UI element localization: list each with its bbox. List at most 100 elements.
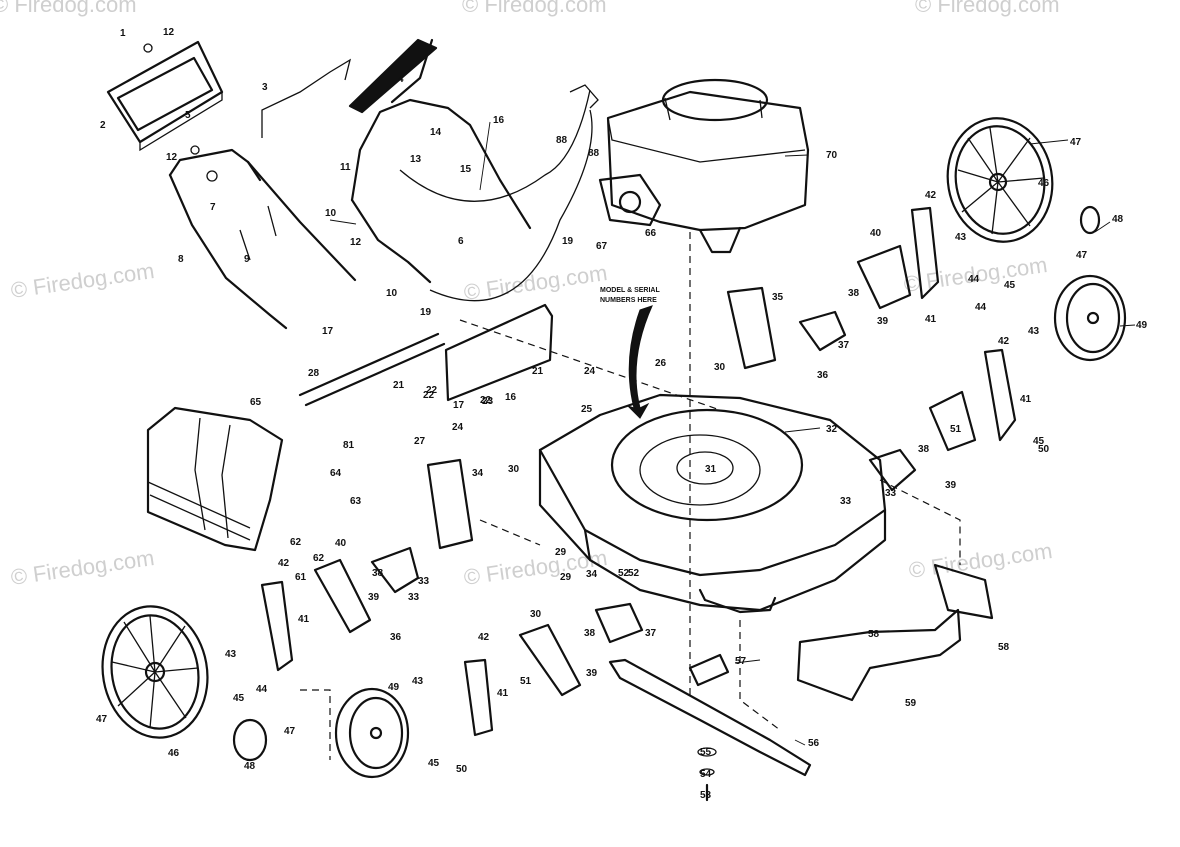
callout-label: 45 bbox=[233, 693, 245, 704]
callout-label: 17 bbox=[453, 400, 465, 411]
callout-labels-repeat: 12 12 10 19 88 29 30 30 33 33 33 34 38 3… bbox=[96, 148, 1088, 772]
grass-bag bbox=[146, 406, 284, 552]
callout-label: 51 bbox=[950, 424, 962, 435]
callout-label: 25 bbox=[581, 404, 593, 415]
leader-lines bbox=[329, 121, 1136, 746]
callout-label: 24 bbox=[452, 422, 464, 433]
callout-label: 44 bbox=[968, 274, 980, 285]
callout-label: 43 bbox=[225, 649, 237, 660]
callout-label: 19 bbox=[420, 307, 432, 318]
callout-label: 43 bbox=[955, 232, 967, 243]
callout-label: 13 bbox=[410, 154, 422, 165]
callout-label: 47 bbox=[96, 714, 108, 725]
height-adjuster-rear-left bbox=[260, 458, 474, 672]
note-arrow bbox=[627, 305, 653, 419]
throttle-cable bbox=[429, 109, 593, 302]
callout-labels: 1 2 3 4 5 6 7 8 9 10 11 12 13 14 15 16 1… bbox=[100, 27, 1148, 801]
callout-label: 45 bbox=[1004, 280, 1016, 291]
rear-left-wheel bbox=[101, 605, 209, 739]
callout-label: 33 bbox=[408, 592, 420, 603]
height-adjuster-front-left bbox=[463, 602, 644, 737]
callout-label: 5 bbox=[185, 110, 191, 121]
callout-label: 19 bbox=[562, 236, 574, 247]
callout-label: 61 bbox=[295, 572, 307, 583]
note-line: NUMBERS HERE bbox=[600, 297, 657, 304]
callout-label: 33 bbox=[885, 488, 897, 499]
callout-label: 66 bbox=[645, 228, 657, 239]
callout-label: 28 bbox=[308, 368, 320, 379]
callout-label: 53 bbox=[700, 790, 712, 801]
callout-label: 31 bbox=[705, 464, 717, 475]
side-deflector bbox=[796, 563, 994, 702]
callout-label: 32 bbox=[826, 424, 838, 435]
callout-label: 34 bbox=[472, 468, 484, 479]
callout-label: 52 bbox=[628, 568, 640, 579]
callout-label: 39 bbox=[586, 668, 598, 679]
height-adjuster-front-right bbox=[868, 348, 1017, 492]
callout-label: 46 bbox=[168, 748, 180, 759]
callout-label: 45 bbox=[428, 758, 440, 769]
callout-label: 65 bbox=[250, 397, 262, 408]
callout-label: 67 bbox=[596, 241, 608, 252]
callout-label: 27 bbox=[414, 436, 426, 447]
callout-label: 6 bbox=[458, 236, 464, 247]
callout-label: 14 bbox=[430, 127, 442, 138]
callout-label: 22 bbox=[426, 385, 438, 396]
callout-label: 63 bbox=[350, 496, 362, 507]
callout-label: 29 bbox=[560, 572, 572, 583]
assembly-lines bbox=[300, 232, 961, 760]
callout-label: 39 bbox=[368, 592, 380, 603]
callout-label: 41 bbox=[1020, 394, 1032, 405]
callout-label: 23 bbox=[482, 396, 494, 407]
watermark: © Firedog.com bbox=[462, 0, 607, 17]
callout-label: 2 bbox=[100, 120, 106, 131]
hubcap-left bbox=[232, 718, 268, 762]
callout-label: 38 bbox=[372, 568, 384, 579]
note-line: MODEL & SERIAL bbox=[600, 287, 660, 294]
callout-label: 1 bbox=[120, 28, 126, 39]
callout-label: 88 bbox=[588, 148, 600, 159]
callout-label: 16 bbox=[505, 392, 517, 403]
callout-label: 30 bbox=[508, 464, 520, 475]
callout-label: 43 bbox=[1028, 326, 1040, 337]
callout-label: 47 bbox=[1070, 137, 1082, 148]
callout-label: 43 bbox=[412, 676, 424, 687]
callout-label: 81 bbox=[343, 440, 355, 451]
callout-label: 37 bbox=[838, 340, 850, 351]
callout-label: 37 bbox=[645, 628, 657, 639]
callout-label: 9 bbox=[244, 254, 250, 265]
callout-label: 52 bbox=[618, 568, 630, 579]
callout-label: 62 bbox=[290, 537, 302, 548]
mower-deck bbox=[538, 393, 887, 614]
callout-label: 48 bbox=[244, 761, 256, 772]
callout-label: 22 bbox=[480, 395, 492, 406]
height-adjuster-rear-right bbox=[726, 206, 940, 370]
callout-label: 38 bbox=[584, 628, 596, 639]
hubcap-right bbox=[1079, 205, 1101, 235]
callout-label: 16 bbox=[493, 115, 505, 126]
callout-label: 47 bbox=[1076, 250, 1088, 261]
callout-label: 49 bbox=[388, 682, 400, 693]
callout-label: 42 bbox=[998, 336, 1010, 347]
callout-label: 46 bbox=[1038, 178, 1050, 189]
model-serial-note: MODEL & SERIAL NUMBERS HERE bbox=[600, 287, 660, 419]
callout-label: 42 bbox=[478, 632, 490, 643]
upper-handle bbox=[261, 38, 591, 284]
callout-label: 39 bbox=[877, 316, 889, 327]
callout-label: 30 bbox=[714, 362, 726, 373]
watermark-group: © Firedog.com © Firedog.com © Firedog.co… bbox=[0, 0, 1060, 590]
callout-label: 10 bbox=[386, 288, 398, 299]
callout-label: 10 bbox=[325, 208, 337, 219]
front-left-wheel bbox=[334, 687, 410, 779]
callout-label: 11 bbox=[340, 162, 351, 173]
callout-label: 40 bbox=[870, 228, 882, 239]
callout-label: 51 bbox=[520, 676, 532, 687]
callout-label: 33 bbox=[418, 576, 430, 587]
callout-label: 58 bbox=[868, 629, 880, 640]
callout-label: 38 bbox=[848, 288, 860, 299]
callout-label: 8 bbox=[178, 254, 184, 265]
rear-right-wheel bbox=[946, 117, 1054, 243]
callout-label: 39 bbox=[945, 480, 957, 491]
callout-label: 41 bbox=[298, 614, 310, 625]
